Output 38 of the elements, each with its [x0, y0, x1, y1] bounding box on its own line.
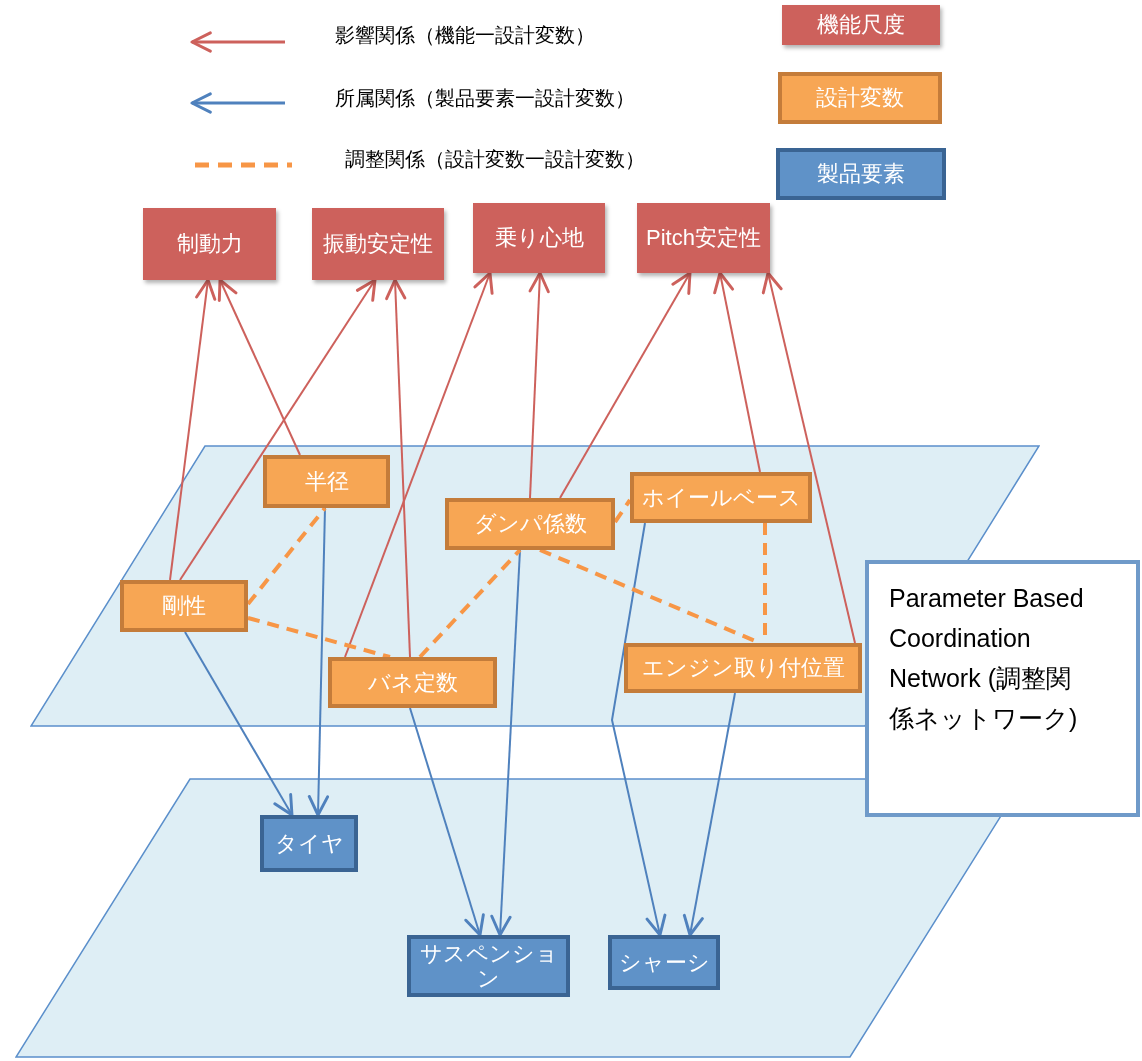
product-element-box: サスペンション	[407, 935, 570, 997]
dashed-line	[613, 498, 632, 524]
legend-text: 調整関係（設計変数一設計変数）	[345, 147, 645, 172]
arrow	[409, 707, 485, 937]
arrow	[385, 278, 411, 658]
legend-text: 影響関係（機能一設計変数）	[335, 23, 595, 48]
design-variable-box: エンジン取り付位置	[624, 643, 862, 693]
arrow	[761, 271, 856, 644]
legend-swatch: 機能尺度	[782, 5, 940, 45]
arrow	[490, 549, 521, 937]
product-element-box: タイヤ	[260, 815, 358, 872]
arrow	[713, 271, 761, 473]
design-variable-box: 半径	[263, 455, 390, 508]
function-box: 乗り心地	[473, 203, 605, 273]
function-box: Pitch安定性	[637, 203, 770, 273]
design-variable-box: 剛性	[120, 580, 248, 632]
arrow	[179, 278, 377, 581]
arrow	[528, 271, 550, 499]
dashed-line	[247, 616, 391, 659]
arrow	[611, 522, 667, 937]
legend-swatch: 設計変数	[778, 72, 942, 124]
dashed-line	[418, 548, 522, 659]
design-variable-box: ホイールベース	[630, 472, 812, 523]
arrow	[217, 278, 301, 456]
note-box: Parameter Based Coordination Network (調整関係ネットワーク)	[865, 560, 1140, 817]
arrow	[169, 278, 217, 581]
design-variable-box: バネ定数	[328, 657, 497, 708]
legend-text: 所属関係（製品要素一設計変数）	[335, 86, 635, 111]
function-box: 振動安定性	[312, 208, 444, 280]
arrow	[344, 271, 494, 658]
arrow	[559, 271, 692, 499]
design-variable-box: ダンパ係数	[445, 498, 615, 550]
legend-swatch: 製品要素	[776, 148, 946, 200]
function-box: 制動力	[143, 208, 276, 280]
dashed-line	[246, 506, 327, 606]
arrow	[682, 692, 736, 937]
product-element-box: シャーシ	[608, 935, 720, 990]
arrow	[184, 631, 294, 817]
